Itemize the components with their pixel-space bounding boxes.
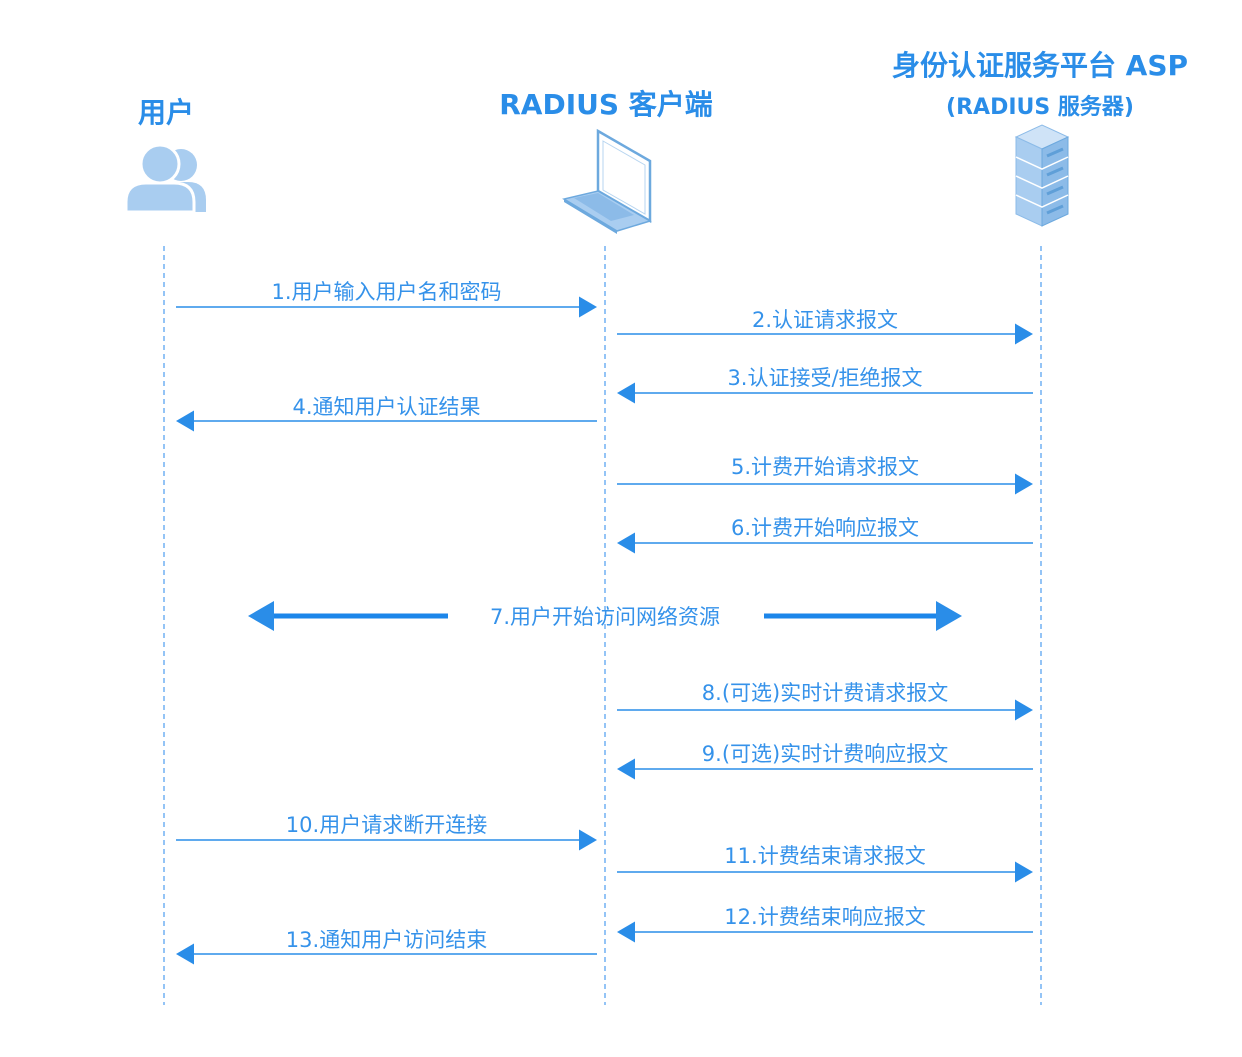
actor-title-client: RADIUS 客户端 [499, 88, 713, 121]
arrowhead-left [248, 601, 274, 631]
message-label: 11.计费结束请求报文 [724, 844, 925, 868]
arrowhead [617, 758, 635, 780]
arrowhead [579, 829, 597, 851]
arrowhead [1015, 323, 1033, 345]
message-label: 6.计费开始响应报文 [731, 516, 919, 540]
arrowhead [1015, 861, 1033, 883]
server-icon [1014, 124, 1070, 227]
message-2: 2.认证请求报文 [617, 308, 1033, 345]
message-label: 3.认证接受/拒绝报文 [727, 366, 922, 390]
message-label: 5.计费开始请求报文 [731, 455, 919, 479]
message-label: 1.用户输入用户名和密码 [271, 280, 501, 304]
users-icon [124, 143, 206, 214]
message-8: 8.(可选)实时计费请求报文 [617, 681, 1033, 721]
message-label: 12.计费结束响应报文 [724, 905, 925, 929]
message-7: 7.用户开始访问网络资源 [248, 601, 962, 631]
message-label: 13.通知用户访问结束 [286, 928, 487, 952]
message-5: 5.计费开始请求报文 [617, 455, 1033, 495]
actor-title-server: 身份认证服务平台 ASP [892, 49, 1188, 82]
message-11: 11.计费结束请求报文 [617, 844, 1033, 883]
message-3: 3.认证接受/拒绝报文 [617, 366, 1033, 404]
message-label: 4.通知用户认证结果 [292, 395, 480, 419]
arrowhead [1015, 699, 1033, 721]
message-label: 9.(可选)实时计费响应报文 [702, 742, 948, 766]
actor-title-user: 用户 [138, 96, 194, 129]
message-label: 2.认证请求报文 [752, 308, 898, 332]
messages-group: 1.用户输入用户名和密码 2.认证请求报文 3.认证接受/拒绝报文 4.通知用户认证结… [176, 280, 1033, 965]
laptop-icon [562, 128, 652, 234]
arrowhead-right [936, 601, 962, 631]
arrowhead [176, 410, 194, 432]
message-13: 13.通知用户访问结束 [176, 928, 597, 965]
message-1: 1.用户输入用户名和密码 [176, 280, 597, 318]
arrowhead [176, 943, 194, 965]
arrowhead [617, 532, 635, 554]
arrowhead [617, 921, 635, 943]
message-10: 10.用户请求断开连接 [176, 813, 597, 851]
arrowhead [1015, 473, 1033, 495]
message-9: 9.(可选)实时计费响应报文 [617, 742, 1033, 780]
message-label: 8.(可选)实时计费请求报文 [702, 681, 948, 705]
actor-subtitle-server: (RADIUS 服务器) [946, 95, 1134, 120]
arrowhead [617, 382, 635, 404]
message-label: 7.用户开始访问网络资源 [490, 605, 720, 629]
message-label: 10.用户请求断开连接 [286, 813, 487, 837]
message-6: 6.计费开始响应报文 [617, 516, 1033, 554]
message-4: 4.通知用户认证结果 [176, 395, 597, 432]
arrowhead [579, 296, 597, 318]
message-12: 12.计费结束响应报文 [617, 905, 1033, 943]
